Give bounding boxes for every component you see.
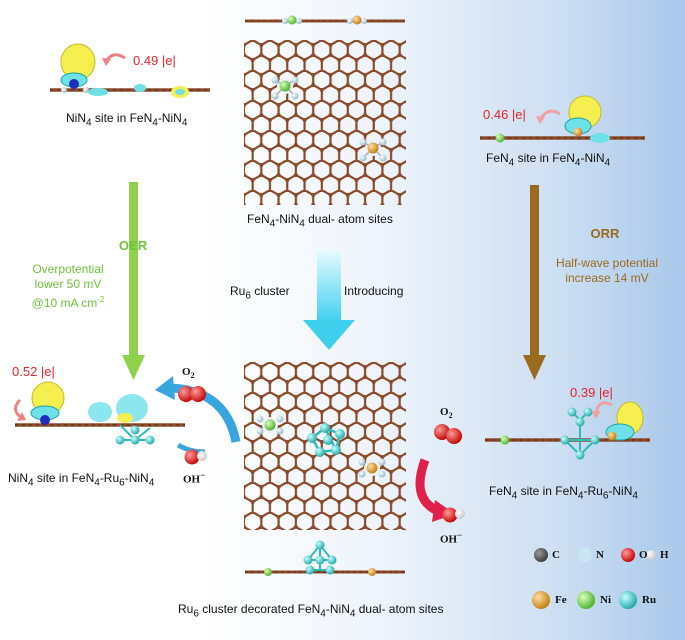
o2-molecule-right bbox=[434, 424, 462, 444]
legend-o-atom bbox=[621, 548, 635, 562]
graphene-lattice-mid bbox=[244, 362, 406, 530]
bottom-left-model bbox=[14, 381, 185, 445]
bottom-center-caption: Ru6 cluster decorated FeN4-NiN4 dual- at… bbox=[178, 602, 444, 620]
bottom-sideview-strip bbox=[245, 540, 405, 576]
legend-atoms bbox=[532, 548, 656, 609]
top-left-charge: 0.49 |e| bbox=[133, 53, 176, 68]
oer-title: OER bbox=[118, 238, 148, 253]
graphene-lattice-top bbox=[244, 40, 406, 205]
ru6-decorated-sites bbox=[256, 415, 386, 478]
top-sideview-strip bbox=[245, 15, 405, 25]
introducing-label: Introducing bbox=[344, 284, 404, 298]
bottom-left-charge: 0.52 |e| bbox=[12, 364, 55, 379]
top-right-model bbox=[480, 95, 645, 143]
legend-ni-label: Ni bbox=[600, 594, 611, 606]
legend-fe-label: Fe bbox=[555, 594, 567, 606]
dual-atom-sites-top bbox=[271, 76, 387, 162]
o2-label-right: O2 bbox=[440, 406, 453, 421]
bottom-right-charge: 0.39 |e| bbox=[570, 385, 613, 400]
top-right-caption: FeN4 site in FeN4-NiN4 bbox=[486, 151, 611, 169]
o2-molecule-left bbox=[178, 386, 206, 402]
top-left-caption: NiN4 site in FeN4-NiN4 bbox=[66, 111, 188, 129]
orr-title: ORR bbox=[590, 226, 620, 241]
top-right-charge: 0.46 |e| bbox=[483, 107, 526, 122]
o2-label-left: O2 bbox=[182, 366, 195, 381]
oh-label-left: OH− bbox=[183, 470, 206, 486]
legend-fe-atom bbox=[532, 591, 550, 609]
legend-c-atom bbox=[534, 548, 548, 562]
legend-ru-atom bbox=[619, 591, 637, 609]
center-top-caption: FeN4-NiN4 dual- atom sites bbox=[247, 212, 393, 230]
legend-c-label: C bbox=[552, 549, 560, 561]
oh-molecule-left bbox=[184, 449, 207, 465]
bottom-right-caption: FeN4 site in FeN4-Ru6-NiN4 bbox=[489, 484, 638, 502]
legend-h-atom bbox=[646, 550, 656, 560]
ru6-cluster-label: Ru6 cluster bbox=[230, 284, 290, 302]
oer-arrow bbox=[122, 182, 145, 380]
orr-curved-arrow bbox=[415, 458, 455, 522]
legend-n-label: N bbox=[596, 549, 604, 561]
oh-molecule-right bbox=[442, 507, 465, 523]
oh-label-right: OH− bbox=[440, 530, 463, 546]
legend-ru-label: Ru bbox=[642, 594, 657, 606]
bottom-right-model bbox=[485, 401, 650, 460]
legend-n-atom bbox=[578, 548, 592, 562]
top-left-model bbox=[50, 43, 210, 98]
legend-h-label: H bbox=[660, 549, 669, 561]
bottom-left-caption: NiN4 site in FeN4-Ru6-NiN4 bbox=[8, 471, 155, 489]
legend-o-label: O bbox=[639, 549, 648, 561]
legend-ni-atom bbox=[577, 591, 595, 609]
introducing-arrow bbox=[303, 250, 355, 350]
orr-arrow bbox=[523, 185, 546, 380]
